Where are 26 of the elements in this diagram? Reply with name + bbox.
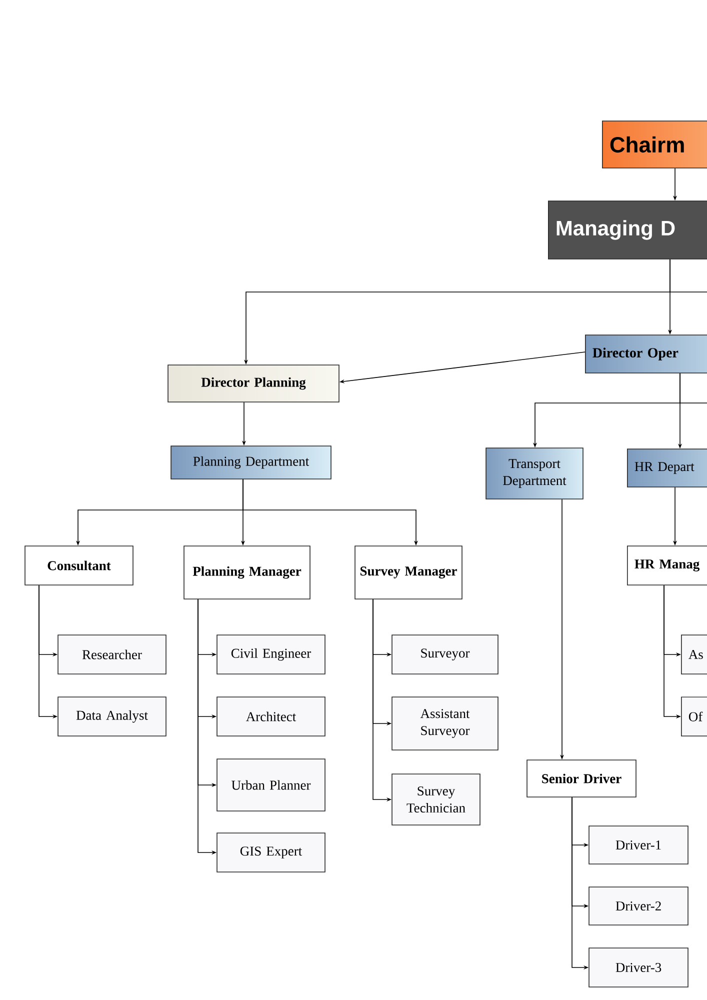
manager-box: HR Manag xyxy=(627,546,707,586)
role-box: Of xyxy=(681,696,707,736)
role-box: GIS Expert xyxy=(216,832,326,872)
role-box: Architect xyxy=(216,696,326,736)
role-box: As xyxy=(681,634,707,674)
manager-box: Survey Manager xyxy=(354,546,462,600)
department-box: Planning Department xyxy=(170,446,332,480)
role-box: Assistant Surveyor xyxy=(392,696,498,750)
role-box: Driver-2 xyxy=(588,886,688,926)
role-box: Driver-1 xyxy=(588,826,688,864)
director-box: Director Planning xyxy=(168,364,340,402)
department-box: Transport Department xyxy=(486,448,584,500)
role-box: Data Analyst xyxy=(58,696,166,736)
manager-box: Planning Manager xyxy=(184,546,310,600)
role-box: Driver-3 xyxy=(588,948,688,988)
role-box: Researcher xyxy=(58,634,166,674)
department-box: HR Depart xyxy=(627,448,707,488)
director-box: Director Oper xyxy=(585,334,707,374)
manager-box: Consultant xyxy=(24,546,134,586)
role-box: Surveyor xyxy=(392,634,498,674)
role-box: Urban Planner xyxy=(216,758,326,812)
director-box: Managing D xyxy=(548,200,707,260)
chairman-box: Chairm xyxy=(602,120,707,168)
role-box: Survey Technician xyxy=(392,774,480,826)
role-box: Civil Engineer xyxy=(216,634,326,674)
manager-box: Senior Driver xyxy=(526,760,636,798)
